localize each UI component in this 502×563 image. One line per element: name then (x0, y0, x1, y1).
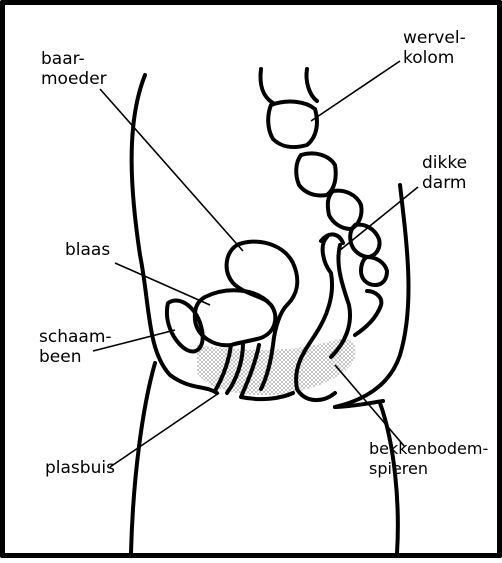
label-wervelkolom-line2: kolom (403, 48, 466, 68)
pointer-baarmoeder (100, 89, 243, 251)
label-wervelkolom-line1: wervel- (403, 28, 466, 48)
label-bekkenbodem-line2: spieren (369, 459, 488, 479)
label-blaas: blaas (65, 240, 110, 260)
pointer-blaas (115, 263, 210, 305)
label-schaambeen-line2: been (39, 347, 112, 367)
pointer-plasbuis (110, 393, 219, 467)
spine-left-edge (261, 69, 274, 103)
coccyx (355, 291, 381, 335)
vertebra-5 (361, 257, 387, 285)
label-schaambeen-line1: schaam- (39, 327, 112, 347)
label-bekkenbodem-line1: bekkenbodem- (369, 439, 488, 459)
front-thigh-outline (131, 363, 155, 553)
label-baarmoeder: baar- moeder (41, 49, 107, 89)
pointer-wervelkolom (311, 61, 400, 121)
vertebra-2 (296, 153, 336, 195)
label-plasbuis: plasbuis (45, 458, 115, 478)
label-bekkenbodemspieren: bekkenbodem- spieren (369, 439, 488, 479)
vertebra-1 (268, 102, 317, 147)
spine-right-edge (306, 69, 317, 101)
front-body-outline (132, 75, 217, 393)
label-dikke-darm-line2: darm (422, 173, 467, 193)
label-dikke-darm-line1: dikke (422, 153, 467, 173)
label-blaas-line1: blaas (65, 240, 110, 260)
label-plasbuis-line1: plasbuis (45, 458, 115, 478)
label-baarmoeder-line2: moeder (41, 69, 107, 89)
label-wervelkolom: wervel- kolom (403, 28, 466, 68)
bladder (195, 290, 276, 345)
label-schaambeen: schaam- been (39, 327, 112, 367)
label-dikke-darm: dikke darm (422, 153, 467, 193)
pelvic-floor-muscles (197, 339, 356, 395)
label-baarmoeder-line1: baar- (41, 49, 107, 69)
